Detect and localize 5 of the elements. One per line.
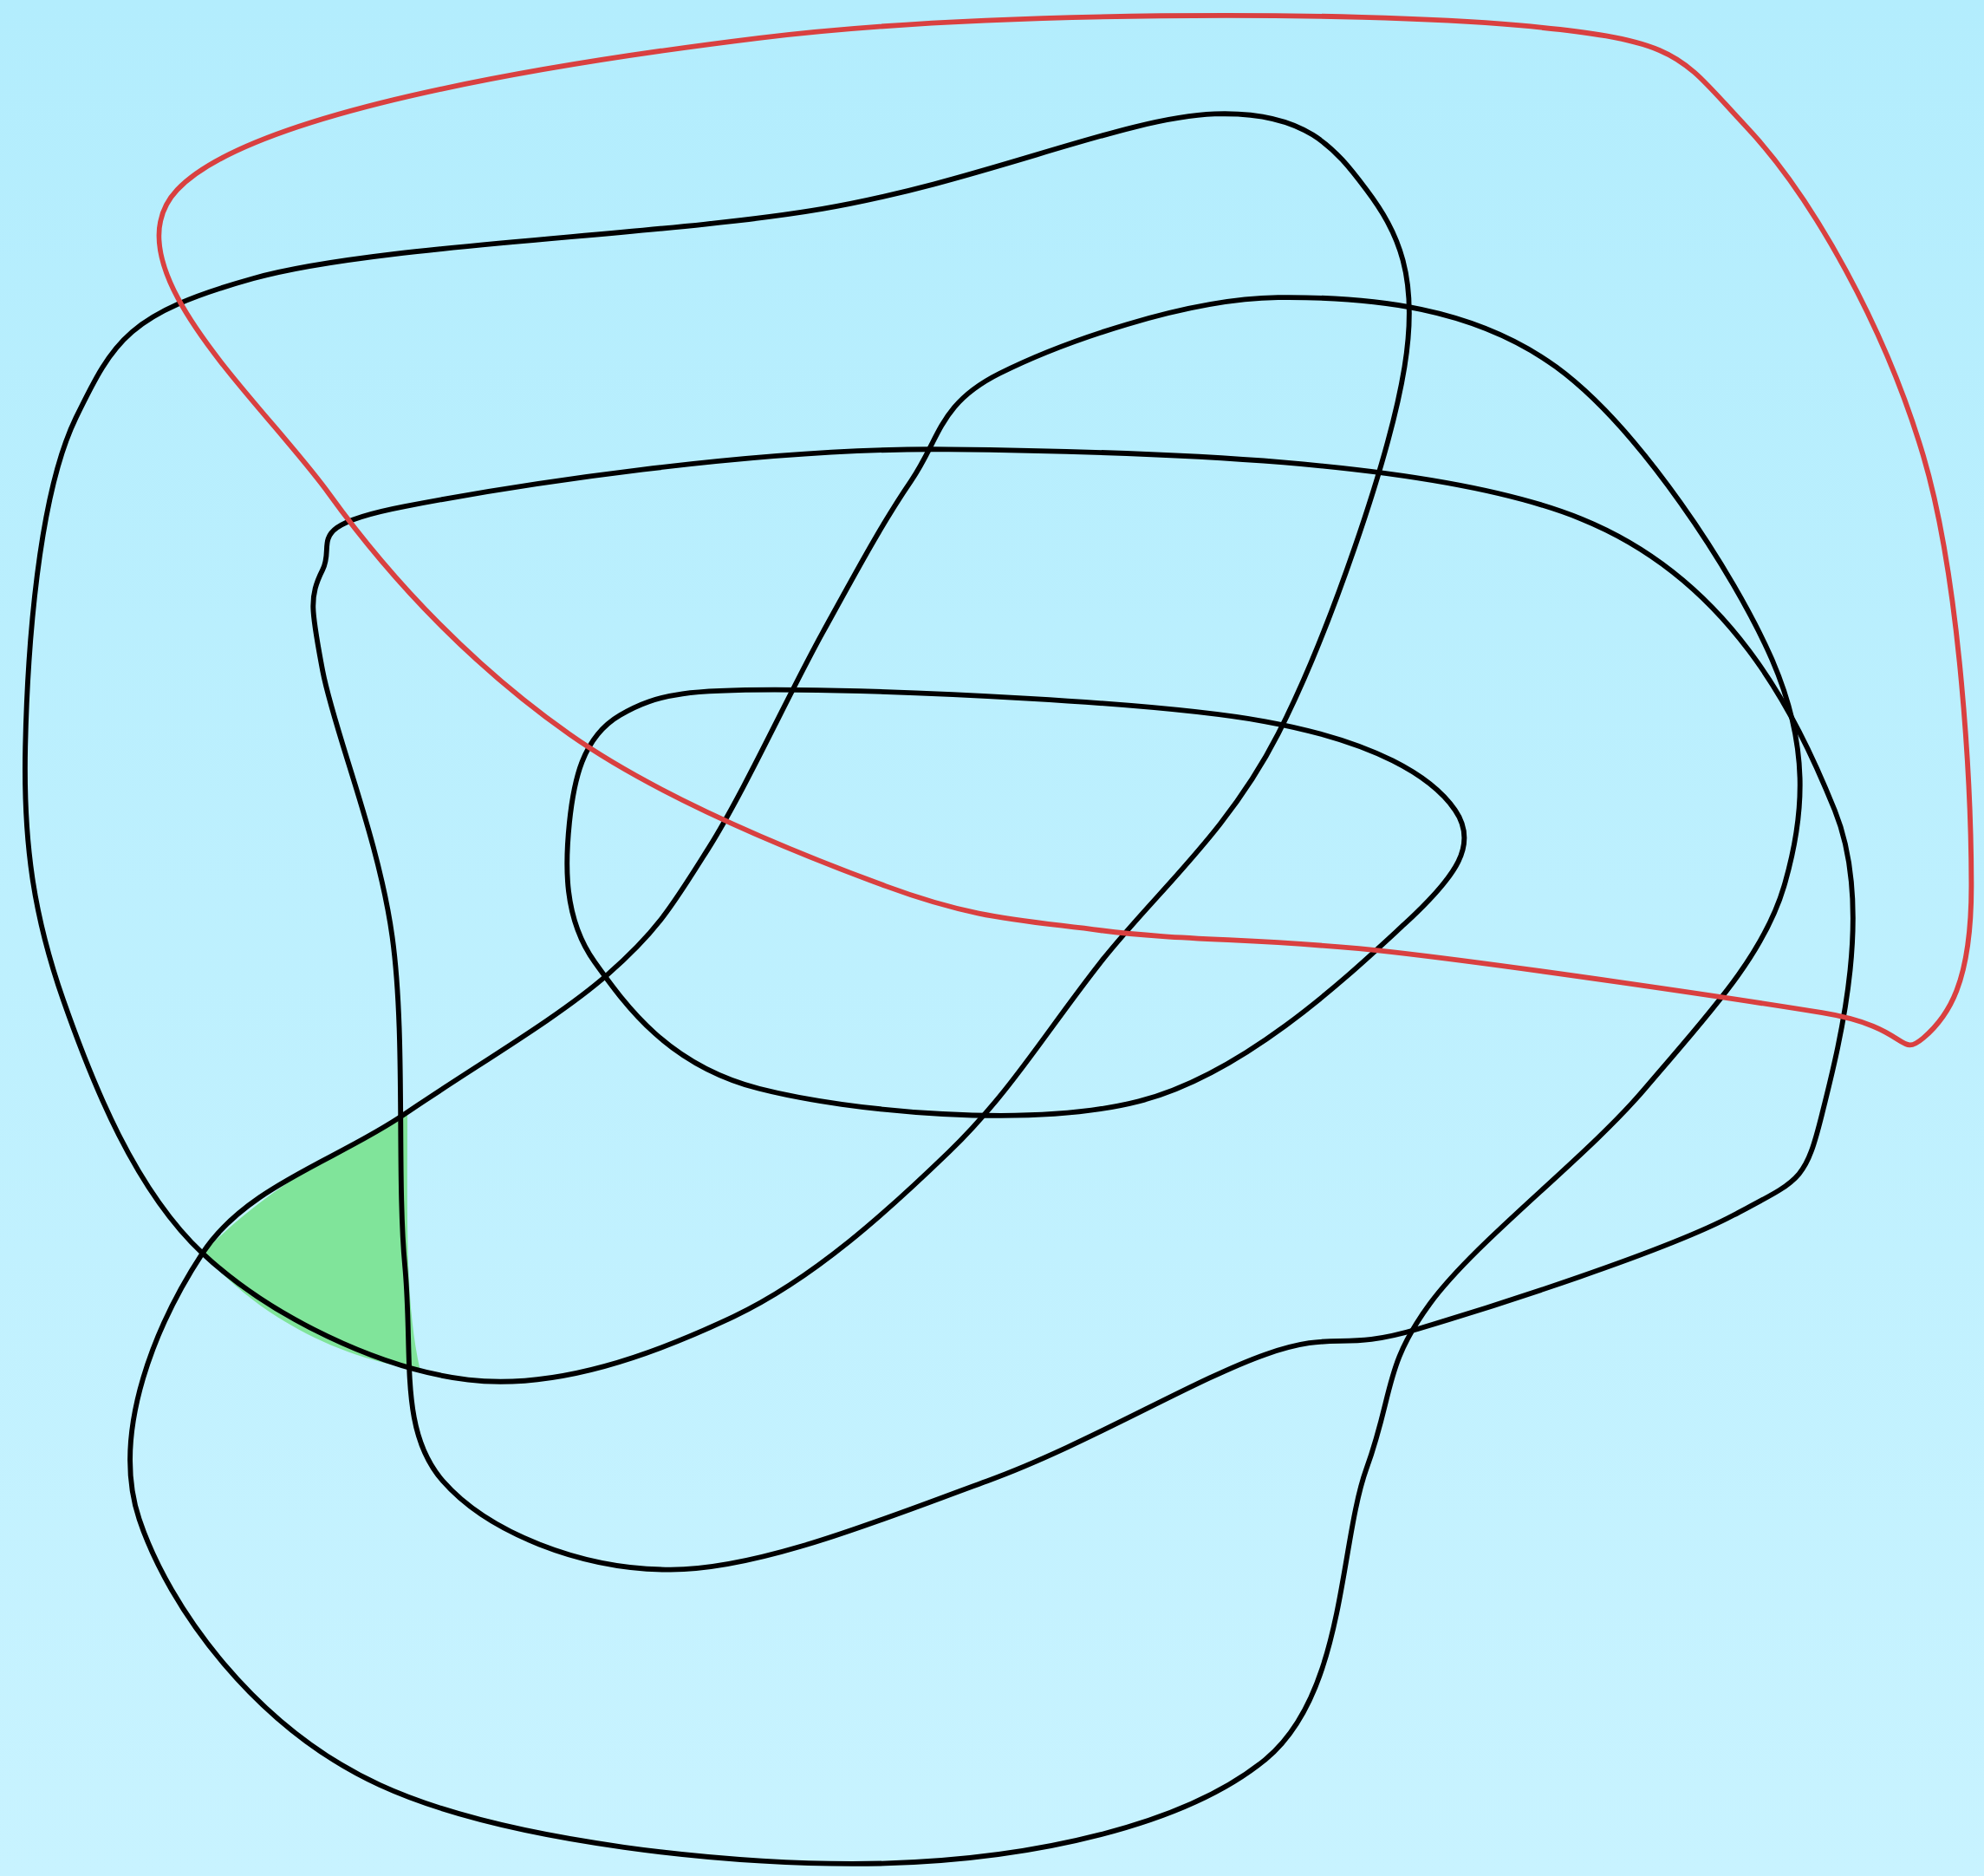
closed-curve (310, 446, 1856, 1573)
closed-curve (564, 687, 1467, 1118)
closed-curve (22, 111, 1412, 1384)
closed-curve (127, 295, 1803, 1866)
closed-curve (156, 12, 1974, 1048)
